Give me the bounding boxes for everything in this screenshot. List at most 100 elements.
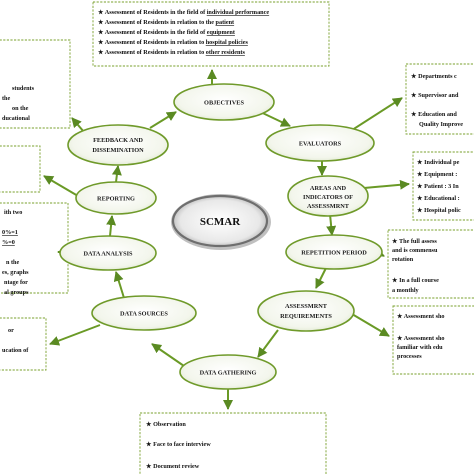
- center-node-scmar: SCMAR: [171, 194, 271, 250]
- repetition-item: In a full course: [399, 277, 439, 284]
- node-label: DATA GATHERING: [200, 370, 257, 377]
- arrow: [326, 213, 337, 236]
- center-label: SCMAR: [200, 216, 241, 228]
- feedback-item: students: [12, 85, 35, 92]
- node-data-sources: DATA SOURCES: [91, 295, 197, 331]
- evaluator-item: Education and: [418, 111, 457, 118]
- gathering-item: Face to face interview: [153, 441, 211, 448]
- area-item: Individual pe: [424, 159, 460, 166]
- node-feedback-and-dissemination: FEEDBACK AND DISSEMINATION: [67, 124, 169, 166]
- analysis-item: ith two: [4, 209, 22, 216]
- svg-text:★ Patient : 3 In: ★ Patient : 3 In: [416, 183, 459, 190]
- arrow: [71, 117, 85, 133]
- svg-text:★ Supervisor and: ★ Supervisor and: [410, 92, 459, 99]
- svg-text:★ Individual pe: ★ Individual pe: [416, 159, 460, 166]
- svg-text:★ Assessment of Residents in t: ★ Assessment of Residents in the field o…: [97, 9, 269, 16]
- svg-text:★ Educational :: ★ Educational :: [416, 195, 460, 202]
- arrow: [315, 267, 327, 289]
- evaluator-item: Departments c: [418, 73, 457, 80]
- repetition-details-box: ★ The full assess and is commensu rotati…: [387, 229, 474, 299]
- requirement-item: processes: [397, 353, 422, 360]
- svg-text:★ Education and: ★ Education and: [410, 111, 457, 118]
- node-label: ASSESSMRNT: [307, 203, 350, 210]
- requirement-item: familiar with edu: [397, 344, 443, 351]
- svg-text:★ Departments c: ★ Departments c: [410, 73, 457, 80]
- analysis-item: 0%=1: [2, 229, 18, 236]
- svg-text:★ Face to face interview: ★ Face to face interview: [145, 441, 211, 448]
- gathering-item: Observation: [153, 421, 186, 428]
- node-label: FEEDBACK AND: [93, 137, 143, 144]
- svg-text:★ Assessment of Residents in r: ★ Assessment of Residents in relation to…: [97, 49, 245, 56]
- objective-item: Assessment of Residents in the field of: [105, 9, 207, 16]
- repetition-item: rotation: [392, 256, 414, 263]
- flow-arrows: [43, 69, 410, 410]
- node-data-analysis: DATA ANALYSIS: [59, 235, 157, 271]
- evaluators-details-box: ★ Departments c ★ Supervisor and ★ Educa…: [405, 63, 474, 135]
- svg-text:★ In a full course: ★ In a full course: [391, 277, 439, 284]
- feedback-item: on the: [12, 105, 29, 112]
- node-areas-and-indicators: AREAS AND INDICATORS OF ASSESSMRNT: [287, 175, 369, 217]
- node-evaluators: EVALUATORS: [265, 124, 375, 162]
- objective-item: Assessment of Residents in relation to: [105, 39, 206, 46]
- area-item: Patient : 3 In: [424, 183, 459, 190]
- node-label: EVALUATORS: [299, 141, 342, 148]
- svg-text:★ Document review: ★ Document review: [145, 463, 200, 470]
- analysis-item: n the: [6, 259, 19, 266]
- area-item: Hospital polic: [424, 207, 461, 214]
- repetition-item: a monthly: [392, 287, 420, 294]
- node-label: OBJECTIVES: [204, 100, 244, 107]
- requirements-details-box: ★ Assessment sho ★ Assessment sho famili…: [392, 305, 474, 375]
- arrow: [111, 165, 122, 183]
- svg-text:★ Assessment of Residents in r: ★ Assessment of Residents in relation to…: [97, 19, 235, 26]
- sources-details-box: or ucation of: [0, 317, 47, 371]
- requirement-item: Assessment sho: [404, 335, 445, 342]
- feedback-details-box: students the on the ducational: [0, 39, 71, 129]
- arrow: [351, 313, 390, 337]
- evaluator-item: Supervisor and: [418, 92, 459, 99]
- repetition-item: The full assess: [399, 238, 437, 245]
- node-repetition-period: REPETITION PERIOD: [285, 234, 383, 270]
- sources-item: or: [8, 327, 14, 334]
- svg-text:★ Assessment sho: ★ Assessment sho: [396, 335, 445, 342]
- objective-item: Assessment of Residents in the field of: [105, 29, 207, 36]
- areas-details-box: ★ Individual pe ★ Equipment : ★ Patient …: [412, 151, 474, 221]
- arrow: [149, 111, 177, 129]
- node-label: REPORTING: [97, 196, 135, 203]
- node-label: AREAS AND: [310, 185, 347, 192]
- node-objectives: OBJECTIVES: [173, 83, 275, 121]
- gathering-details-box: ★ Observation ★ Face to face interview ★…: [139, 412, 327, 474]
- feedback-item: the: [2, 95, 11, 102]
- svg-text:★ The full assess: ★ The full assess: [391, 238, 437, 245]
- arrow: [106, 215, 117, 237]
- objective-item-underlined: individual performance: [207, 9, 270, 16]
- arrow: [43, 175, 79, 197]
- node-label: INDICATORS OF: [303, 194, 353, 201]
- repetition-item: and is commensu: [392, 247, 438, 254]
- bullet-star-icon: ★: [97, 9, 104, 16]
- analysis-item: ntage for: [4, 279, 28, 286]
- analysis-item: es, graphs: [2, 269, 29, 276]
- objective-item: Assessment of Residents in relation to: [105, 49, 206, 56]
- arrow: [151, 343, 185, 367]
- node-reporting: REPORTING: [75, 181, 157, 215]
- objective-item: Assessment of Residents in relation to t…: [105, 19, 216, 26]
- svg-text:★ Hospital polic: ★ Hospital polic: [416, 207, 461, 214]
- requirement-item: Assessment sho: [404, 313, 445, 320]
- node-data-gathering: DATA GATHERING: [179, 354, 277, 390]
- feedback-item: ducational: [2, 115, 30, 122]
- node-label: REPETITION PERIOD: [301, 250, 367, 257]
- arrow: [363, 179, 410, 190]
- arrow: [113, 271, 125, 299]
- sources-item: ucation of: [2, 347, 29, 354]
- analysis-details-box: ith two 0%=1 %=0 n the es, graphs ntage …: [0, 202, 69, 296]
- node-label: DATA SOURCES: [120, 311, 168, 318]
- arrow: [49, 324, 101, 346]
- svg-text:★ Assessment sho: ★ Assessment sho: [396, 313, 445, 320]
- node-label: ASSESSMRNT: [285, 303, 328, 310]
- svg-text:★ Assessment of Residents in r: ★ Assessment of Residents in relation to…: [97, 39, 248, 46]
- node-label: DATA ANALYSIS: [83, 251, 133, 258]
- node-label: DISSEMINATION: [92, 147, 144, 154]
- node-assessment-requirements: ASSESSMRNT REQUIREMENTS: [257, 290, 355, 332]
- svg-text:★ Observation: ★ Observation: [145, 421, 186, 428]
